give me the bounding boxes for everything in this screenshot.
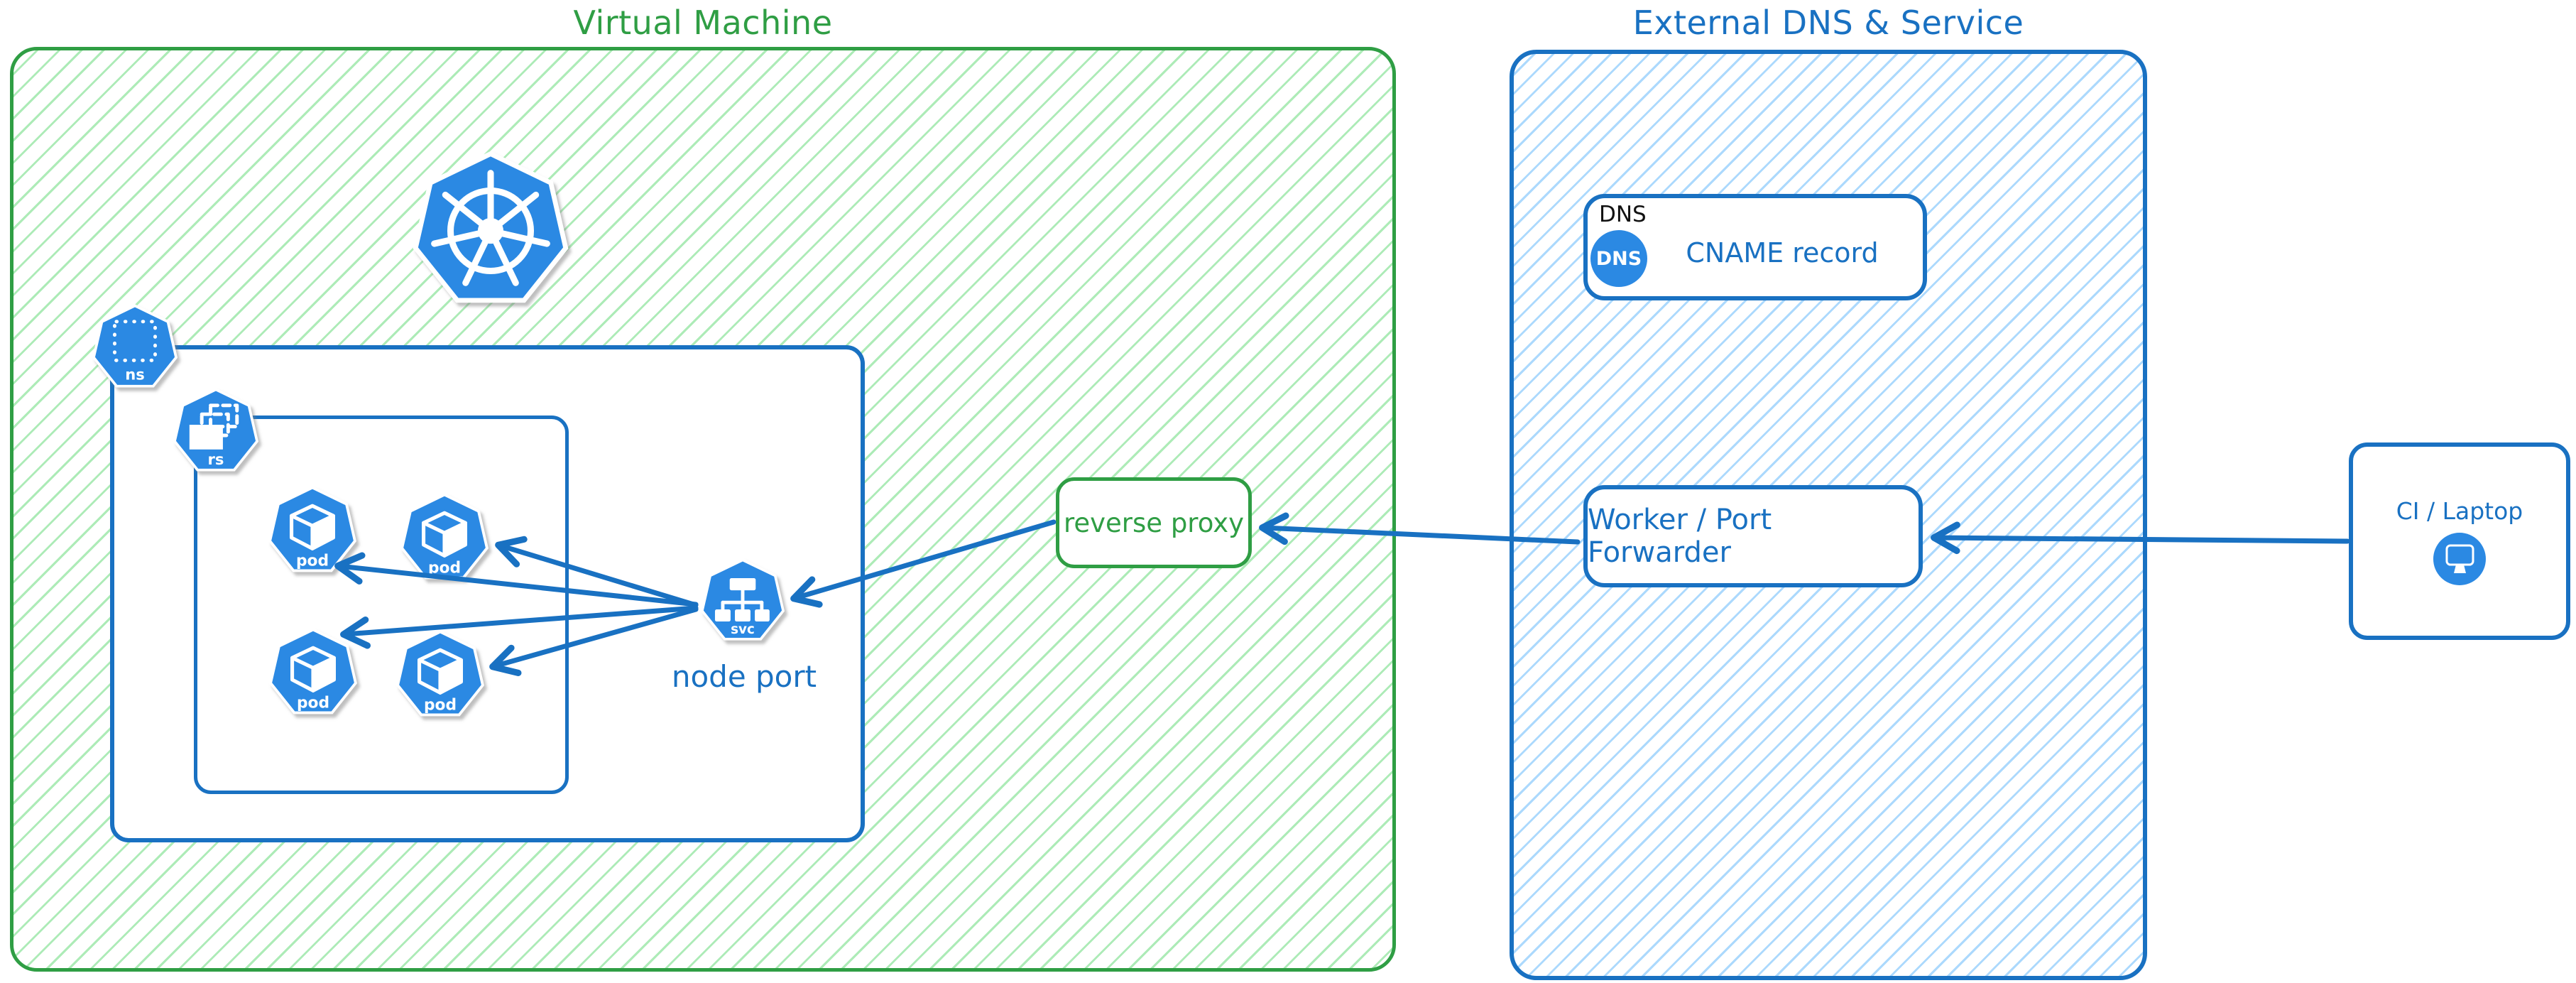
dns-group-label: DNS: [1599, 202, 1647, 227]
pod-icon: pod: [269, 628, 357, 715]
ci-laptop-box: CI / Laptop: [2349, 442, 2570, 640]
dns-icon: DNS: [1590, 230, 1647, 287]
svg-text:rs: rs: [208, 450, 224, 468]
worker-port-forwarder-box: Worker / Port Forwarder: [1583, 485, 1923, 587]
pod-icon: pod: [268, 486, 356, 572]
replicaset-icon: rs: [173, 388, 259, 472]
ci-laptop-label: CI / Laptop: [2396, 496, 2523, 525]
external-dns-service-title: External DNS & Service: [1632, 4, 2024, 42]
svg-text:pod: pod: [428, 560, 461, 577]
svg-text:pod: pod: [424, 697, 457, 715]
svg-text:pod: pod: [297, 695, 329, 712]
node-port-label: node port: [671, 659, 817, 694]
service-icon: svc: [700, 558, 785, 641]
svg-text:pod: pod: [296, 553, 329, 570]
pod-icon: pod: [400, 493, 489, 580]
cname-record-label: CNAME record: [1686, 237, 1879, 268]
monitor-icon: [2433, 532, 2486, 585]
reverse-proxy-label: reverse proxy: [1063, 507, 1244, 538]
svg-text:ns: ns: [125, 366, 145, 384]
dns-badge-label: DNS: [1595, 247, 1642, 270]
worker-port-forwarder-label: Worker / Port Forwarder: [1588, 504, 1772, 569]
kubernetes-logo-icon: [413, 151, 569, 303]
svg-text:svc: svc: [731, 622, 755, 637]
reverse-proxy-box: reverse proxy: [1056, 477, 1252, 568]
pod-icon: pod: [396, 630, 484, 717]
virtual-machine-title: Virtual Machine: [573, 4, 833, 42]
namespace-icon: ns: [92, 304, 178, 388]
